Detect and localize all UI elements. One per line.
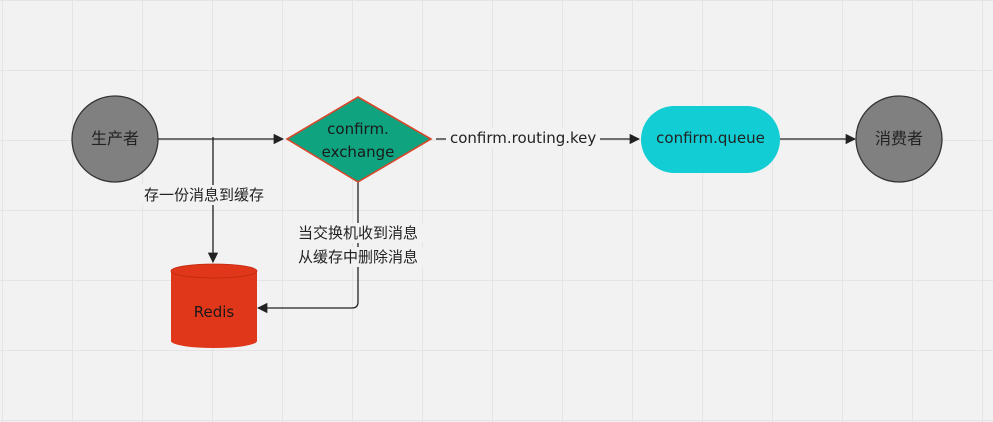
cache-delete-label-line1: 当交换机收到消息 <box>284 223 432 243</box>
producer-node <box>71 95 159 183</box>
exchange-label-line2: exchange <box>321 143 395 161</box>
redis-node <box>170 263 258 348</box>
edge-exchange-to-cache <box>256 182 359 314</box>
cache-store-label: 存一份消息到缓存 <box>140 185 269 205</box>
exchange-label-line1: confirm. <box>327 120 389 138</box>
cache-delete-label-line2: 从缓存中删除消息 <box>284 247 432 267</box>
producer-label: 生产者 <box>90 129 139 148</box>
consumer-node <box>855 95 943 183</box>
queue-node <box>641 106 780 173</box>
consumer-label: 消费者 <box>874 129 923 148</box>
queue-label: confirm.queue <box>656 129 765 147</box>
exchange-node <box>285 96 433 183</box>
redis-label: Redis <box>193 303 235 321</box>
routing-key-label: confirm.routing.key <box>446 128 601 148</box>
